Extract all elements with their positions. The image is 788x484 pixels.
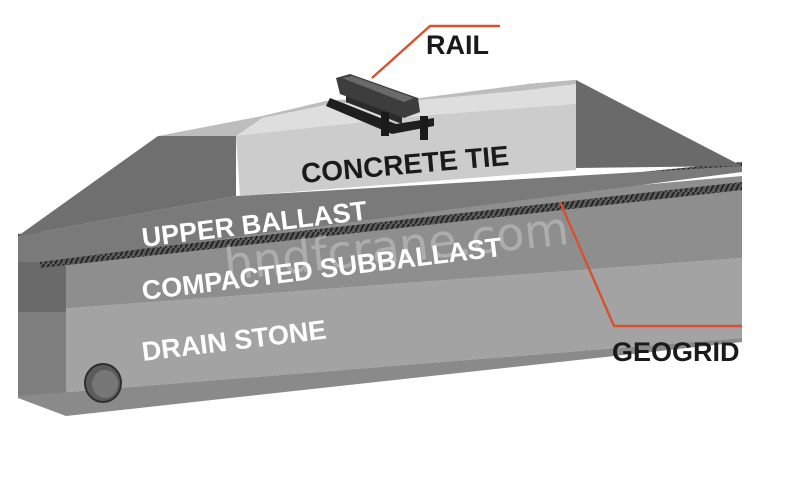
rail-fastener-left bbox=[381, 112, 389, 136]
drain-pipe-inner bbox=[92, 370, 118, 398]
upper-ballast-left-slope bbox=[18, 136, 236, 236]
upper-ballast-right-slope bbox=[528, 80, 742, 168]
rail-head-highlight bbox=[342, 76, 414, 102]
drain-stone-left-end bbox=[18, 312, 66, 414]
geogrid-lower-band bbox=[40, 182, 742, 268]
drain-stone-front-face bbox=[18, 258, 742, 396]
rail-leader-line bbox=[371, 24, 500, 79]
rail bbox=[326, 74, 434, 140]
rail-head bbox=[336, 74, 420, 118]
upper-ballast-front-face bbox=[18, 166, 742, 262]
rail-fastener-right bbox=[420, 116, 428, 140]
concrete-tie-face bbox=[236, 104, 576, 196]
rail-label: RAIL bbox=[426, 30, 489, 60]
geogrid-leader-line bbox=[558, 201, 742, 328]
geogrid-label: GEOGRID bbox=[612, 337, 740, 367]
drain-stone-bottom-edge bbox=[18, 338, 742, 416]
drain-stone-layer bbox=[18, 258, 742, 416]
rail-base bbox=[326, 98, 434, 134]
